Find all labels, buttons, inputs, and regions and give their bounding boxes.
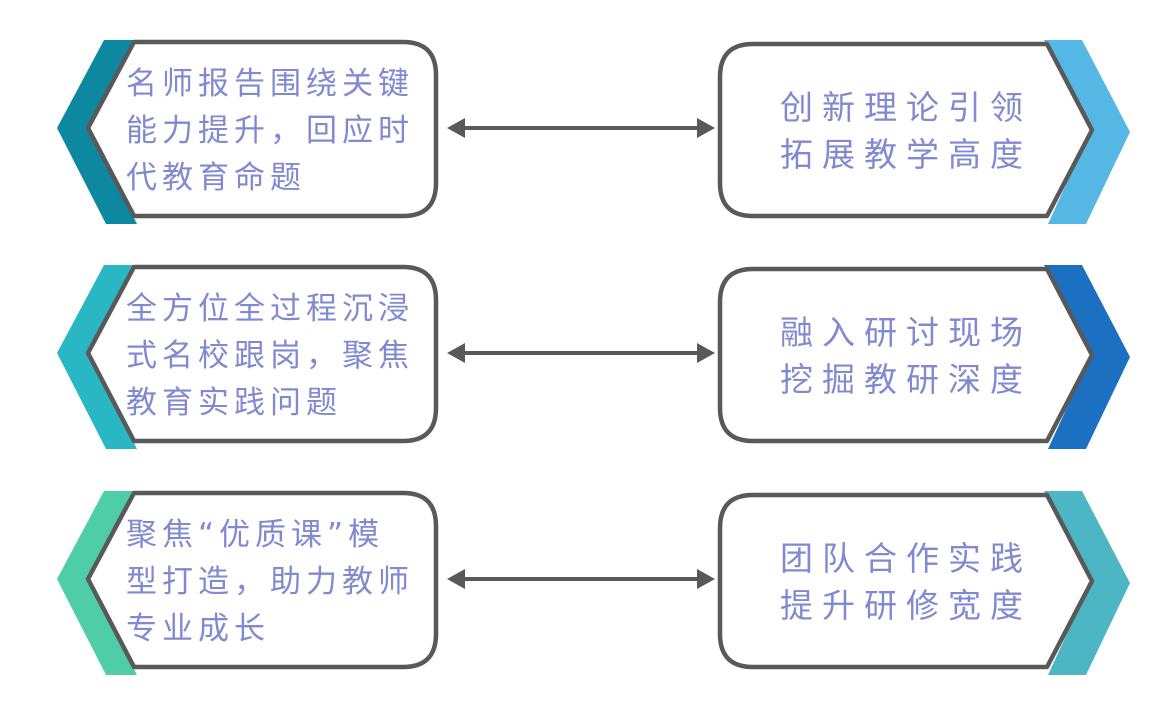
- right-chevron-accent: [1044, 265, 1130, 449]
- left-pointing-shape: [57, 490, 439, 675]
- feature-item-left: 全方位全过程沉浸 式名校跟岗，聚焦 教育实践问题: [50, 263, 445, 455]
- feature-text: 全方位全过程沉浸 式名校跟岗，聚焦 教育实践问题: [126, 273, 442, 439]
- text-line: 挖掘教研深度: [780, 360, 1032, 399]
- double-arrow-connector: [447, 343, 715, 363]
- text-line: 提升研修宽度: [780, 586, 1032, 625]
- text-line: 团队合作实践: [780, 539, 1032, 578]
- text-line: 聚焦“优质课”模: [126, 516, 385, 553]
- diagram-row: 名师报告围绕关键 能力提升，回应时 代教育命题 创新理论引领 拓展教学高度: [0, 38, 1168, 230]
- left-chevron-accent: [57, 40, 137, 224]
- feature-text: 创新理论引领 拓展教学高度: [728, 48, 1084, 214]
- text-panel-outline: [85, 490, 439, 670]
- feature-item-left: 聚焦“优质课”模 型打造，助力教师 专业成长: [50, 489, 445, 681]
- right-pointing-shape: [717, 40, 1130, 224]
- text-line: 型打造，助力教师: [126, 563, 414, 600]
- arrowhead-left: [447, 569, 465, 589]
- feature-item-right: 创新理论引领 拓展教学高度: [716, 38, 1141, 230]
- left-chevron-accent: [57, 491, 137, 675]
- text-panel-outline: [85, 39, 439, 219]
- text-line: 专业成长: [126, 610, 270, 647]
- double-arrow-connector: [447, 118, 715, 138]
- text-panel-outline: [717, 41, 1095, 219]
- feature-item-left: 名师报告围绕关键 能力提升，回应时 代教育命题: [50, 38, 445, 230]
- feature-item-right: 融入研讨现场 挖掘教研深度: [716, 263, 1141, 455]
- feature-item-right: 团队合作实践 提升研修宽度: [716, 489, 1141, 681]
- text-line: 全方位全过程沉浸: [126, 290, 414, 327]
- feature-text: 聚焦“优质课”模 型打造，助力教师 专业成长: [126, 499, 442, 665]
- arrowhead-right: [697, 118, 715, 138]
- text-line: 名师报告围绕关键: [126, 65, 414, 102]
- text-line: 能力提升，回应时: [126, 112, 414, 149]
- left-pointing-shape: [57, 39, 439, 224]
- feature-text: 团队合作实践 提升研修宽度: [728, 499, 1084, 665]
- double-arrow-connector: [447, 569, 715, 589]
- right-pointing-shape: [717, 491, 1130, 675]
- text-panel-outline: [717, 266, 1095, 444]
- feature-text: 名师报告围绕关键 能力提升，回应时 代教育命题: [126, 48, 442, 214]
- diagram-row: 聚焦“优质课”模 型打造，助力教师 专业成长 团队合作实践 提升研修宽度: [0, 489, 1168, 681]
- right-pointing-shape: [717, 265, 1130, 449]
- text-line: 融入研讨现场: [780, 313, 1032, 352]
- arrowhead-left: [447, 343, 465, 363]
- arrowhead-right: [697, 343, 715, 363]
- left-chevron-accent: [57, 265, 137, 449]
- right-chevron-accent: [1044, 491, 1130, 675]
- feature-text: 融入研讨现场 挖掘教研深度: [728, 273, 1084, 439]
- right-chevron-accent: [1044, 40, 1130, 224]
- arrowhead-left: [447, 118, 465, 138]
- diagram-row: 全方位全过程沉浸 式名校跟岗，聚焦 教育实践问题 融入研讨现场 挖掘教研深度: [0, 263, 1168, 455]
- text-panel-outline: [85, 264, 439, 444]
- text-line: 式名校跟岗，聚焦: [126, 337, 414, 374]
- arrowhead-right: [697, 569, 715, 589]
- text-panel-outline: [717, 492, 1095, 670]
- left-pointing-shape: [57, 264, 439, 449]
- text-line: 教育实践问题: [126, 384, 342, 421]
- text-line: 创新理论引领: [780, 88, 1032, 127]
- text-line: 拓展教学高度: [780, 135, 1032, 174]
- text-line: 代教育命题: [126, 159, 306, 196]
